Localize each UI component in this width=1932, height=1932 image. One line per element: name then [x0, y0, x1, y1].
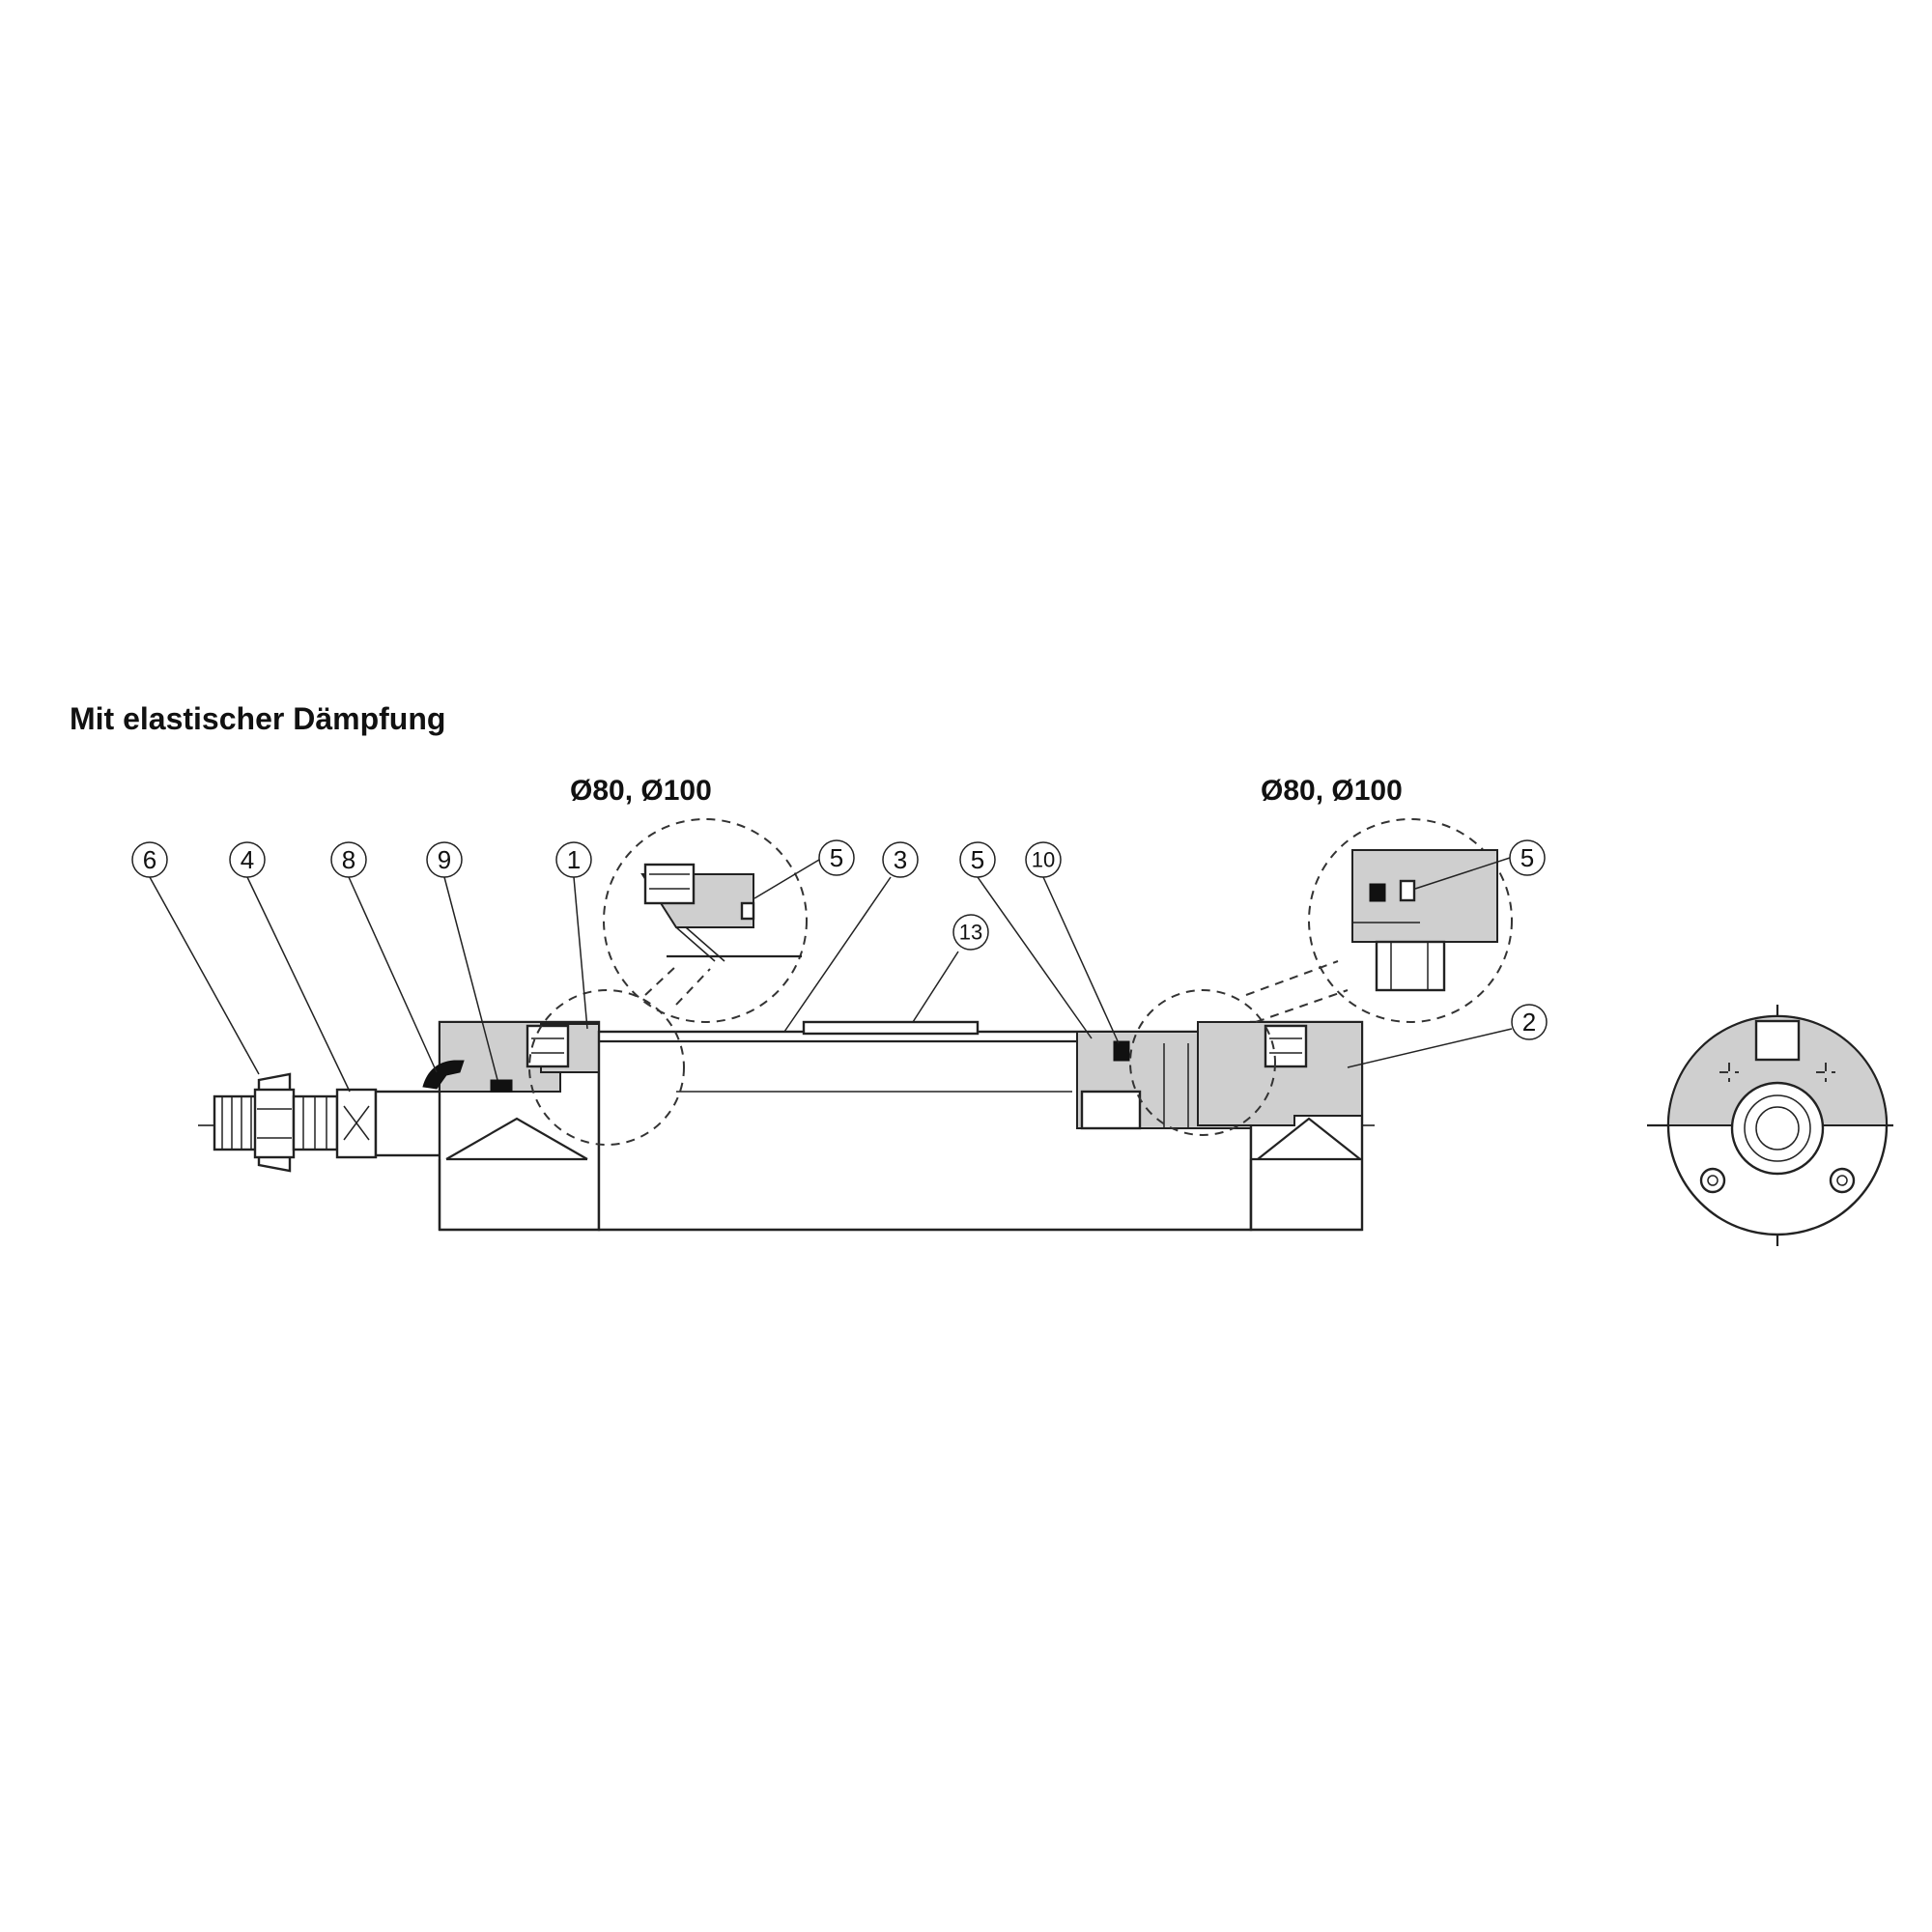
detail-circle-left: [528, 989, 685, 1146]
detail-view-left: [603, 818, 808, 1023]
callout-5-right-detail: 5: [1509, 839, 1546, 876]
callout-5-left-detail: 5: [818, 839, 855, 876]
callout-5-left-detail-label: 5: [830, 843, 843, 872]
callout-5-piston: 5: [959, 841, 996, 878]
detail-circle-right: [1129, 989, 1276, 1136]
callout-8-label: 8: [342, 845, 355, 874]
callout-6: 6: [131, 841, 168, 878]
callout-9-label: 9: [438, 845, 451, 874]
head-port: [1264, 1024, 1308, 1068]
end-view: [1647, 1005, 1893, 1246]
rod-seal: [422, 1060, 465, 1090]
callout-1: 1: [555, 841, 592, 878]
rod-nut-flat: [253, 1088, 296, 1159]
callout-8: 8: [330, 841, 367, 878]
callout-10: 10: [1025, 841, 1062, 878]
detail-label-left: Ø80, Ø100: [570, 775, 712, 807]
rod-port: [526, 1024, 570, 1068]
callout-4: 4: [229, 841, 266, 878]
detail-label-right: Ø80, Ø100: [1261, 775, 1403, 807]
callout-9: 9: [426, 841, 463, 878]
callout-4-label: 4: [241, 845, 254, 874]
magnet-band: [802, 1020, 980, 1036]
callout-13: 13: [952, 914, 989, 951]
wiper-ring: [490, 1079, 513, 1093]
end-view-port: [1754, 1019, 1801, 1062]
cylinder-side-view: [198, 989, 1381, 1232]
callout-3: 3: [882, 841, 919, 878]
callout-6-label: 6: [143, 845, 156, 874]
drawing-title: Mit elastischer Dämpfung: [70, 701, 445, 736]
end-view-rod-nut: [1730, 1081, 1825, 1176]
end-view-bolt-left: [1699, 1167, 1726, 1194]
callout-1-label: 1: [567, 845, 581, 874]
callout-5-piston-label: 5: [971, 845, 984, 874]
callout-13-label: 13: [959, 921, 982, 945]
end-view-bolt-right: [1829, 1167, 1856, 1194]
leader-lines: [149, 857, 1513, 1093]
callout-5-right-detail-label: 5: [1520, 843, 1534, 872]
callout-10-label: 10: [1032, 848, 1055, 872]
callout-3-label: 3: [894, 845, 907, 874]
callout-2: 2: [1511, 1004, 1548, 1040]
callout-2-label: 2: [1522, 1008, 1536, 1037]
detail-view-right: [1245, 818, 1513, 1023]
piston-seal: [1113, 1040, 1130, 1062]
